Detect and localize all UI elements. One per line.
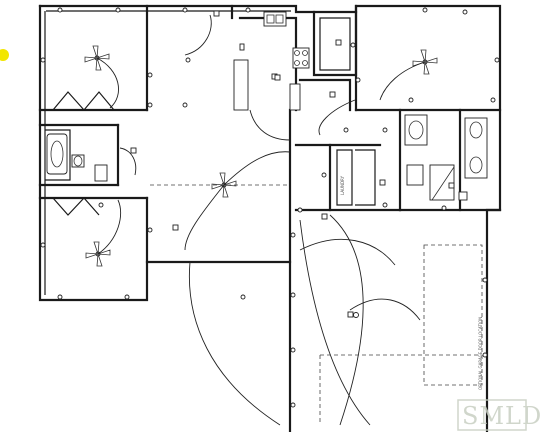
watermark: SMLD <box>457 399 542 431</box>
garage-swing <box>299 238 396 266</box>
kitchen-fixtures <box>233 11 310 111</box>
yellow-dot-icon <box>0 49 9 61</box>
interior-walls <box>38 4 502 264</box>
bath-fixtures <box>46 114 488 201</box>
switch-boxes <box>130 10 468 318</box>
wiring-arcs <box>96 14 426 426</box>
garage-note-label: OPTIONAL GARAGE DOOR LOCATION <box>478 317 483 390</box>
watermark-text: SMLD <box>462 402 542 430</box>
dashed-lines <box>150 184 483 425</box>
outlet-markers <box>40 7 500 408</box>
exterior-walls <box>38 4 502 432</box>
laundry-label: LAUNDRY <box>340 175 345 195</box>
fan-icon <box>84 45 438 267</box>
